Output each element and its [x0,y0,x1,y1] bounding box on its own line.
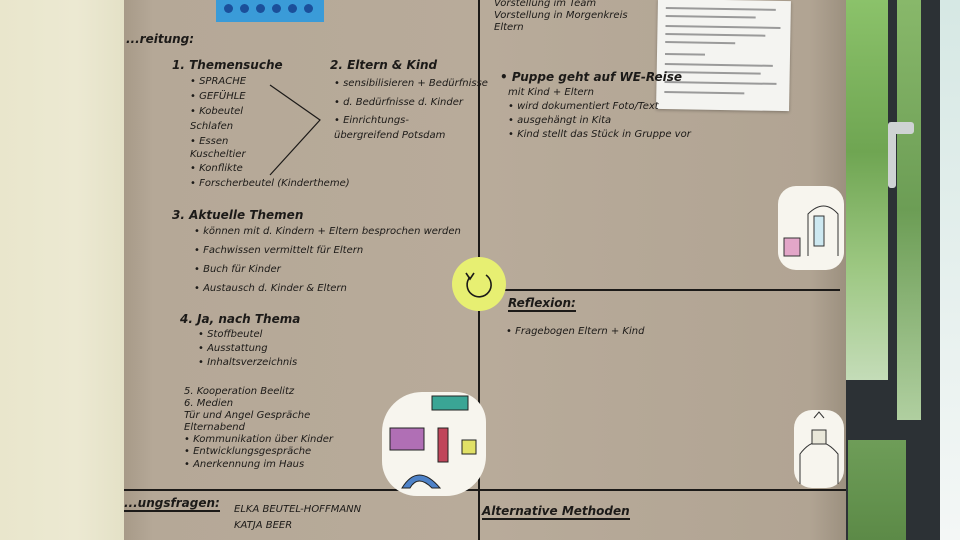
blue-sticky-note [216,0,324,22]
window-glass [940,0,960,540]
window-glass [848,440,906,540]
circular-arrow-icon [465,272,492,298]
item-list: mit Kind + Eltern • wird dokumentiert Fo… [508,87,691,140]
name-line: ELKA BEUTEL-HOFFMANN [234,504,362,515]
sketch-drawing [783,205,839,257]
item-title: • Puppe geht auf WE-Reise [500,70,683,84]
horizontal-divider [480,289,840,291]
window-glass [844,0,888,380]
item-list: • Stoffbeutel • Ausstattung • Inhaltsver… [198,329,298,368]
window-glass [897,0,921,420]
blocks-drawing [389,395,477,489]
sketch-sticker [794,410,844,488]
item-title: 3. Aktuelle Themen [172,208,304,222]
item-list: • können mit d. Kindern + Eltern besproc… [194,226,461,294]
name-line: KATJA BEER [234,520,293,531]
item-title: 1. Themensuche [172,58,283,72]
window-handle [888,128,896,188]
sketch-drawing [799,411,839,484]
item-title: 2. Eltern & Kind [330,58,438,72]
vertical-divider [478,489,480,540]
item-list: • SPRACHE • GEFÜHLE • Kobeutel Schlafen … [190,76,350,189]
item-list: • sensibilisieren + Bedürfnisse • d. Bed… [334,78,488,141]
section-heading: ...ungsfragen: [124,496,220,512]
item-list: 5. Kooperation Beelitz 6. Medien Tür und… [184,386,333,470]
item-list: Vorstellung im Team Vorstellung in Morge… [494,0,628,33]
reflexion-heading: Reflexion: [508,296,576,312]
yellow-circle-sticker [452,257,506,311]
vertical-divider [478,0,480,500]
reflexion-line: • Fragebogen Eltern + Kind [506,326,645,337]
building-blocks-sticker [382,392,486,496]
sketch-sticker [778,186,844,270]
section-heading: Alternative Methoden [482,504,630,520]
section-heading: ...reitung: [126,32,195,46]
horizontal-divider [124,489,846,491]
item-title: 4. Ja, nach Thema [180,312,301,326]
connector-strokes [269,84,321,176]
